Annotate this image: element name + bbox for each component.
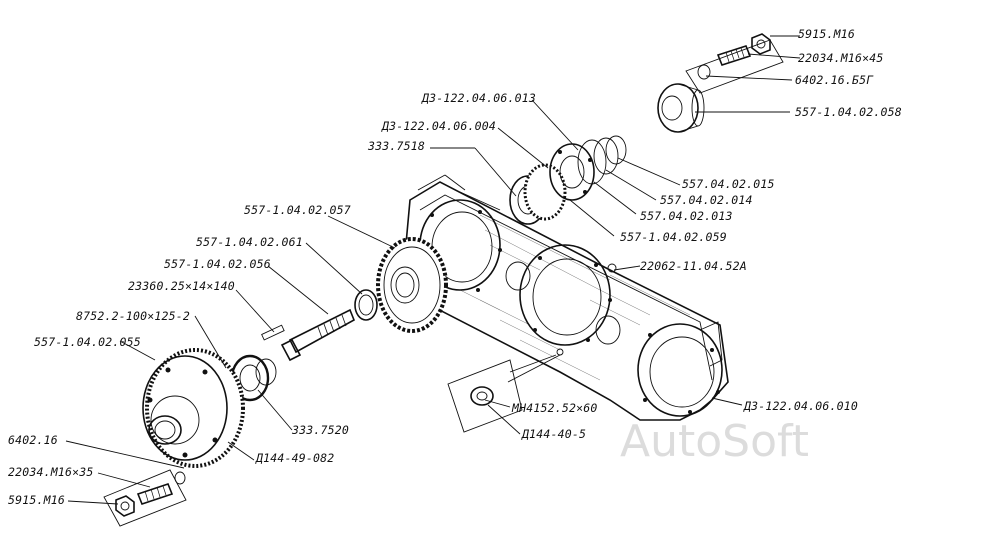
watermark: AutoSoft <box>620 416 809 467</box>
label-hub-055: 557-1.04.02.055 <box>34 335 141 349</box>
label-22062-11: 22062-11.04.52А <box>640 259 747 273</box>
label-shaft-056: 557-1.04.02.056 <box>164 257 271 271</box>
label-mn4152: МН4152.52×60 <box>511 401 597 415</box>
label-spline-23360: 23360.25×14×140 <box>128 279 235 293</box>
label-seal-8752: 8752.2-100×125-2 <box>76 309 190 323</box>
large-gear <box>376 237 448 333</box>
flange-cap <box>657 83 705 133</box>
bottom-bolt-set <box>103 39 784 527</box>
cup-part <box>447 359 523 433</box>
label-gear-057: 557-1.04.02.057 <box>244 203 351 217</box>
label-bearing-333-7518: 333.7518 <box>367 139 425 153</box>
shaft <box>261 308 356 362</box>
leader-lines <box>65 35 801 505</box>
label-flange-058: 557-1.04.02.058 <box>795 105 902 119</box>
label-washer-6402-16-b5g: 6402.16.Б5Г <box>795 73 874 87</box>
label-ring-061: 557-1.04.02.061 <box>196 235 303 249</box>
label-557-014: 557.04.02.014 <box>660 193 753 207</box>
label-557-1-059: 557-1.04.02.059 <box>620 230 727 244</box>
drive-hub <box>142 348 245 468</box>
label-washer-6402-16: 6402.16 <box>8 433 58 447</box>
label-d3-004: Д3-122.04.06.004 <box>381 119 496 133</box>
top-bolt-set <box>697 33 771 80</box>
label-5915-m16-top: 5915.М16 <box>798 27 855 41</box>
label-bolt-m16x45: 22034.М16×45 <box>798 51 883 65</box>
label-d144-40-5: Д144-40-5 <box>521 427 586 441</box>
label-bearing-333-7520: 333.7520 <box>291 423 349 437</box>
bearing-cover-stack <box>509 135 627 225</box>
label-bolt-m16x35: 22034.М16×35 <box>8 465 93 479</box>
label-d3-013: Д3-122.04.06.013 <box>421 91 536 105</box>
label-557-015: 557.04.02.015 <box>682 177 775 191</box>
label-557-013: 557.04.02.013 <box>640 209 733 223</box>
label-5915-m16-bottom: 5915.М16 <box>8 493 65 507</box>
label-d3-010: Д3-122.04.06.010 <box>743 399 858 413</box>
label-d144-49-082: Д144-49-082 <box>255 451 334 465</box>
spacer-ring <box>354 289 378 321</box>
